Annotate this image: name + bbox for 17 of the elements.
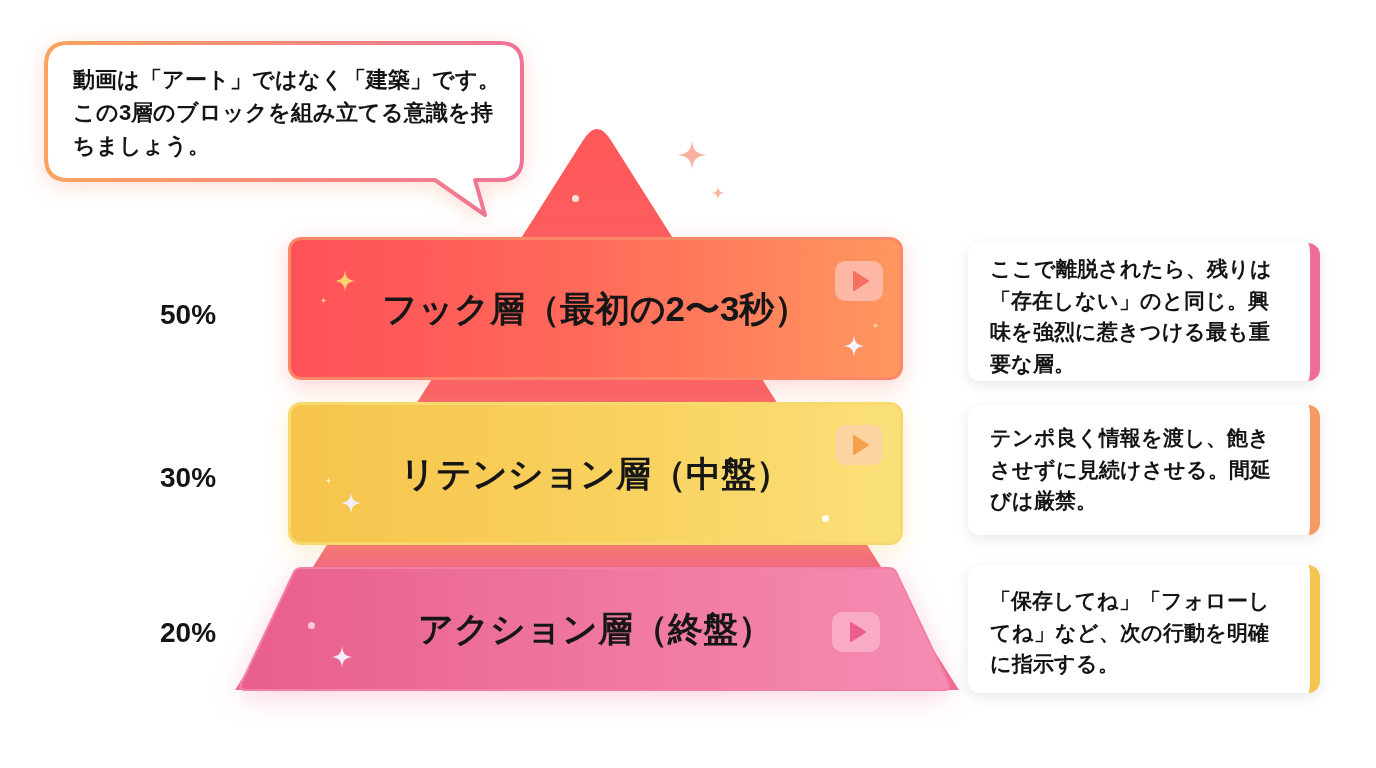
layer-label: フック層（最初の2〜3秒） (381, 287, 810, 330)
description-card (968, 243, 1320, 381)
pyramid-layer (238, 566, 952, 692)
percentage-label: 20% (160, 616, 217, 650)
description-card (968, 565, 1320, 693)
description-text: ここで離脱されたら、残りは「存在しない」のと同じ。興味を強烈に惹きつける最も重要な層。 (990, 256, 1273, 378)
percentage-label: 50% (160, 298, 217, 332)
speech-bubble (43, 40, 525, 218)
pyramid-layer (288, 237, 903, 380)
description-card (968, 405, 1320, 535)
layer-label: リテンション層（中盤） (400, 452, 791, 495)
description-text: 「保存してね」「フォローしてね」など、次の行動を明確に指示する。 (990, 588, 1271, 677)
description-text: テンポ良く情報を渡し、飽きさせずに見続けさせる。間延びは厳禁。 (990, 425, 1272, 514)
bubble-text: 動画は「アート」ではなく「建築」です。この3層のブロックを組み立てる意識を持ちましょう。 (73, 66, 501, 160)
pyramid-layer (288, 402, 903, 545)
percentage-label: 30% (160, 461, 217, 495)
layer-label: アクション層（終盤） (417, 608, 773, 650)
